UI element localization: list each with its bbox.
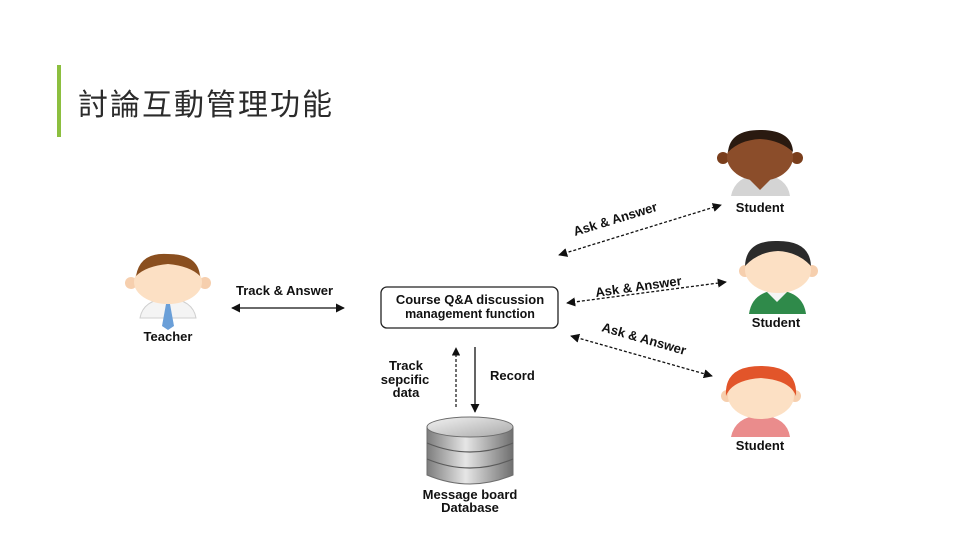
database-label-line1: Message board	[423, 487, 518, 502]
center-box	[380, 286, 559, 329]
database-label-line2: Database	[441, 500, 499, 515]
student-2-arrow	[566, 278, 727, 307]
track-label-line1: Track	[389, 358, 424, 373]
student-avatar-icon	[717, 130, 803, 196]
student-3-arrow	[570, 333, 713, 379]
teacher-edge-label: Track & Answer	[236, 283, 333, 298]
slide-title: 討論互動管理功能	[78, 88, 334, 123]
student-1-edge-label: Ask & Answer	[571, 199, 659, 239]
record-label: Record	[490, 368, 535, 383]
title-accent-bar	[57, 65, 61, 137]
track-label-line2: sepcific	[381, 372, 429, 387]
database-cylinder-icon	[426, 416, 514, 485]
teacher-label: Teacher	[144, 329, 193, 344]
student-avatar-icon	[721, 366, 801, 437]
student-3-edge-label: Ask & Answer	[600, 319, 688, 357]
student-1-arrow	[558, 203, 722, 257]
track-label-line3: data	[393, 385, 421, 400]
student-3-label: Student	[736, 438, 785, 453]
student-1-label: Student	[736, 200, 785, 215]
center-box-line1: Course Q&A discussion	[396, 292, 544, 307]
teacher-avatar-icon	[125, 253, 211, 330]
student-2-label: Student	[752, 315, 801, 330]
student-2-edge-label: Ask & Answer	[594, 273, 682, 300]
center-box-line2: management function	[405, 307, 535, 321]
student-avatar-icon	[739, 240, 818, 314]
